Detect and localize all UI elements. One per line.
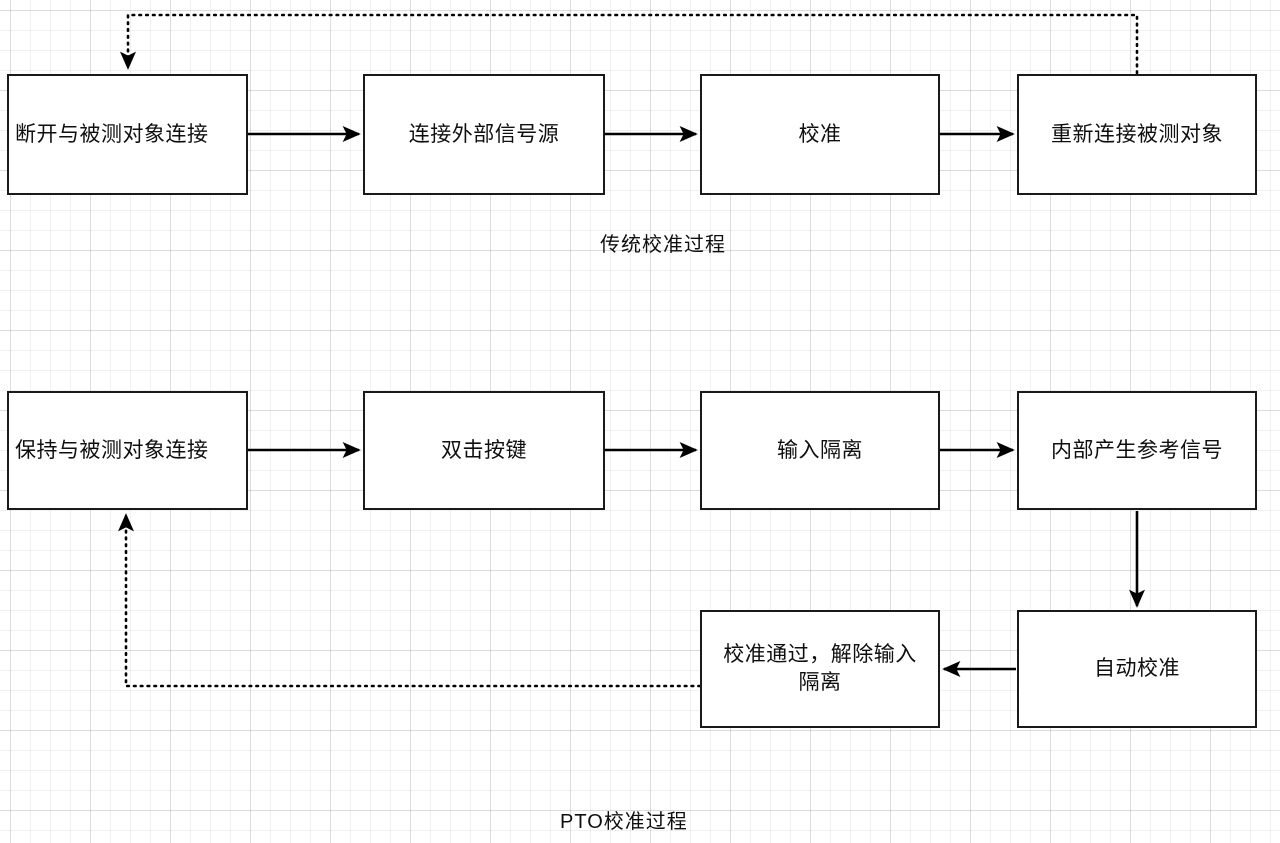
node-disconnect-dut[interactable]: 断开与被测对象连接 — [7, 74, 248, 195]
node-connect-external-source[interactable]: 连接外部信号源 — [363, 74, 605, 195]
node-label: 校准通过，解除输入 隔离 — [723, 643, 917, 694]
node-keep-dut-connected[interactable]: 保持与被测对象连接 — [7, 391, 248, 510]
node-label: 断开与被测对象连接 — [15, 122, 209, 146]
node-label: 连接外部信号源 — [408, 122, 560, 146]
node-internal-reference-signal[interactable]: 内部产生参考信号 — [1017, 391, 1257, 510]
node-double-click-key[interactable]: 双击按键 — [363, 391, 605, 510]
caption-pto-process: PTO校准过程 — [560, 811, 688, 833]
node-label: 重新连接被测对象 — [1051, 122, 1223, 146]
node-label: 校准 — [798, 122, 842, 146]
caption-traditional-process: 传统校准过程 — [600, 234, 726, 256]
node-calibration-passed-release-isolation[interactable]: 校准通过，解除输入 隔离 — [700, 610, 940, 728]
node-input-isolation[interactable]: 输入隔离 — [700, 391, 940, 510]
node-label: 内部产生参考信号 — [1051, 438, 1223, 462]
node-calibrate[interactable]: 校准 — [700, 74, 940, 195]
node-label: 保持与被测对象连接 — [15, 438, 209, 462]
node-auto-calibration[interactable]: 自动校准 — [1017, 610, 1257, 728]
node-label: 双击按键 — [441, 438, 527, 462]
node-reconnect-dut[interactable]: 重新连接被测对象 — [1017, 74, 1257, 195]
edge-p6-p1-feedback — [117, 513, 702, 688]
node-label: 自动校准 — [1094, 657, 1180, 681]
node-label: 输入隔离 — [777, 438, 863, 462]
edge-t4-t1-feedback — [119, 13, 1139, 75]
